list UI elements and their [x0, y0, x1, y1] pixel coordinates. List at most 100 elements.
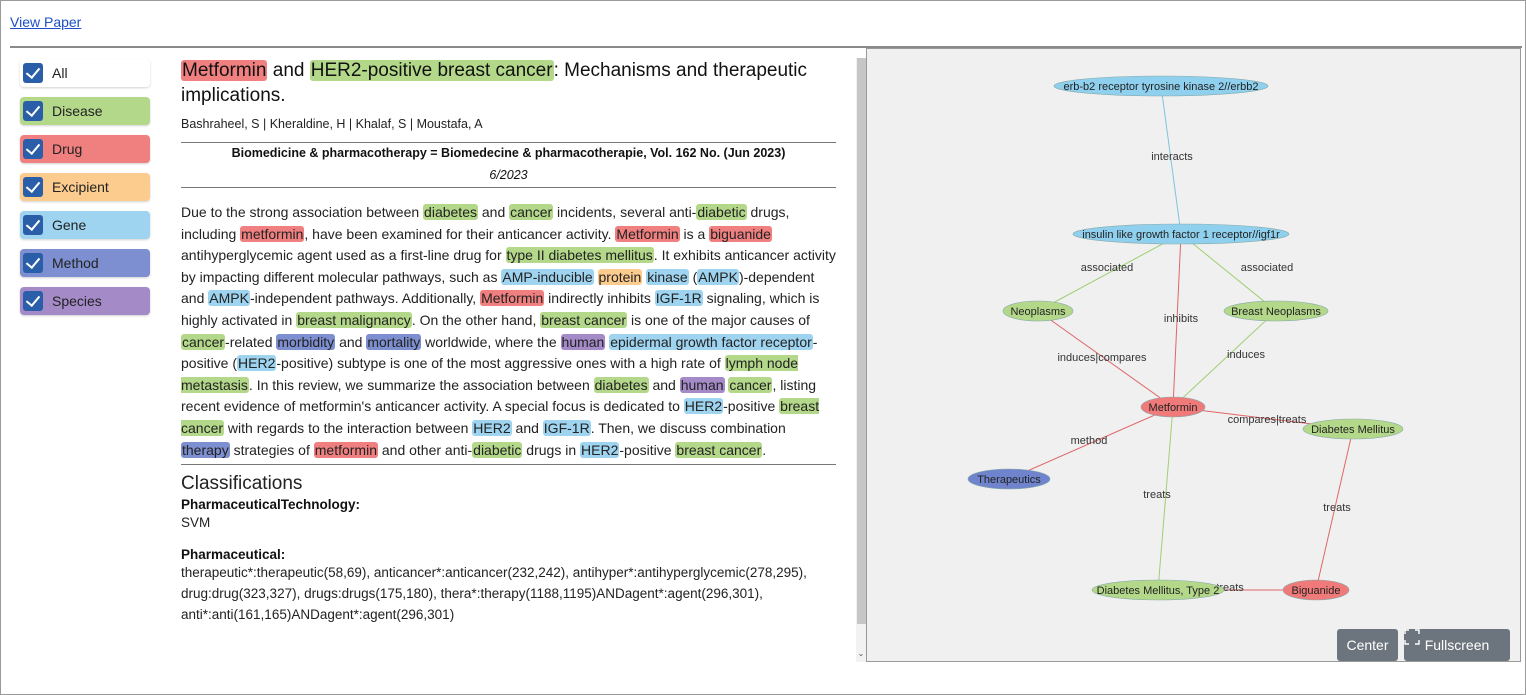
- graph-edge[interactable]: [1157, 406, 1174, 591]
- graph-edge-label: inhibits: [1164, 313, 1199, 325]
- divider: [181, 187, 836, 188]
- graph-node-diabetes[interactable]: Diabetes Mellitus: [1302, 418, 1404, 440]
- graph-edge[interactable]: [1172, 310, 1277, 408]
- text-run: and: [335, 333, 367, 350]
- graph-node-igf1r[interactable]: insulin like growth factor 1 receptor//i…: [1072, 223, 1290, 245]
- text-run: and: [648, 376, 680, 393]
- graph-edge-label: method: [1071, 435, 1108, 447]
- graph-node-label: Biguanide: [1292, 585, 1341, 597]
- entity-drug: Metformin: [181, 60, 268, 81]
- filter-method[interactable]: Method: [20, 249, 150, 277]
- graph-node-biguanide[interactable]: Biguanide: [1282, 579, 1350, 601]
- graph-node-label: Diabetes Mellitus, Type 2: [1097, 585, 1220, 597]
- graph-node-breast[interactable]: Breast Neoplasms: [1223, 300, 1329, 322]
- center-button[interactable]: Center: [1337, 629, 1398, 661]
- checkbox-checked-icon[interactable]: [23, 177, 43, 197]
- text-run: incidents, several anti-: [553, 204, 697, 220]
- graph-node-shape[interactable]: [1002, 300, 1074, 322]
- entity-gene: HER2: [683, 398, 724, 415]
- text-run: is a: [679, 225, 710, 242]
- graph-edge-label: associated: [1081, 262, 1134, 274]
- entity-drug: metformin: [313, 441, 378, 458]
- text-run: strategies of: [229, 441, 314, 458]
- graph-node-shape[interactable]: [1302, 418, 1404, 440]
- checkbox-checked-icon[interactable]: [23, 291, 43, 311]
- graph-node-shape[interactable]: [1072, 223, 1290, 245]
- text-run: . It exhibits anticancer activity by imp…: [181, 247, 836, 285]
- text-run: -positive: [619, 441, 676, 458]
- text-run: -positive) subtype is one of the most ag…: [276, 355, 725, 372]
- graph-node-metformin[interactable]: Metformin: [1140, 396, 1206, 418]
- scroll-down-icon[interactable]: ⌄: [857, 649, 865, 658]
- paper-abstract: Due to the strong association between di…: [181, 202, 836, 461]
- entity-gene: IGF-1R: [542, 419, 591, 436]
- graph-edge[interactable]: [1315, 428, 1354, 591]
- checkbox-checked-icon[interactable]: [23, 215, 43, 235]
- text-run: -positive: [723, 398, 780, 415]
- entity-drug: biguanide: [709, 225, 772, 242]
- graph-node-shape[interactable]: [1091, 579, 1225, 601]
- text-run: , listing recent evidence of metformin's…: [181, 376, 817, 415]
- graph-node-shape[interactable]: [1282, 579, 1350, 601]
- entity-disease: cancer: [728, 376, 773, 393]
- graph-edge[interactable]: [1180, 233, 1277, 312]
- graph-edge[interactable]: [1008, 406, 1174, 480]
- filter-all[interactable]: All: [20, 59, 150, 87]
- graph-edge[interactable]: [1160, 85, 1182, 235]
- graph-node-label: Therapeutics: [977, 474, 1041, 486]
- graph-edge[interactable]: [1037, 233, 1182, 312]
- filter-disease[interactable]: Disease: [20, 97, 150, 125]
- filter-gene[interactable]: Gene: [20, 211, 150, 239]
- entity-disease: HER2-positive breast cancer: [309, 60, 554, 81]
- paper-title: Metformin and HER2-positive breast cance…: [181, 58, 836, 108]
- graph-node-shape[interactable]: [967, 468, 1051, 490]
- graph-node-erbb2[interactable]: erb-b2 receptor tyrosine kinase 2//erbb2: [1053, 75, 1269, 97]
- graph-node-label: Metformin: [1149, 402, 1198, 414]
- text-run: indirectly inhibits: [544, 290, 655, 307]
- fullscreen-button[interactable]: Fullscreen: [1404, 629, 1510, 661]
- entity-method: mortality: [366, 333, 422, 350]
- filter-species[interactable]: Species: [20, 287, 150, 315]
- graph-node-shape[interactable]: [1223, 300, 1329, 322]
- entity-species: human: [560, 333, 606, 350]
- graph-node-neoplasms[interactable]: Neoplasms: [1002, 300, 1074, 322]
- entity-disease: breast malignancy: [296, 311, 412, 328]
- fullscreen-label: Fullscreen: [1424, 637, 1490, 653]
- entity-gene: epidermal growth factor receptor: [609, 333, 813, 350]
- graph-edge[interactable]: [1037, 310, 1174, 408]
- checkbox-checked-icon[interactable]: [23, 139, 43, 159]
- graph-edge-label: interacts: [1151, 151, 1193, 163]
- text-run: with regards to the interaction between: [224, 419, 473, 436]
- classification-label: PharmaceuticalTechnology:: [181, 497, 361, 513]
- graph-node-label: Neoplasms: [1010, 306, 1066, 318]
- filter-label: Method: [52, 255, 99, 271]
- entity-gene: HER2: [472, 419, 512, 436]
- text-run: and other anti-: [377, 441, 473, 458]
- text-run: is one of the major causes of: [627, 311, 810, 328]
- classification-value: therapeutic*:therapeutic(58,69), antican…: [181, 565, 807, 623]
- view-paper-link[interactable]: View Paper: [10, 14, 82, 30]
- graph-node-dm2[interactable]: Diabetes Mellitus, Type 2: [1091, 579, 1225, 601]
- filter-label: Gene: [52, 217, 87, 233]
- filter-label: Disease: [52, 103, 103, 119]
- filter-excipient[interactable]: Excipient: [20, 173, 150, 201]
- filter-drug[interactable]: Drug: [20, 135, 150, 163]
- entity-gene: HER2: [580, 441, 620, 458]
- checkbox-checked-icon[interactable]: [23, 101, 43, 121]
- graph-node-shape[interactable]: [1053, 75, 1269, 97]
- graph-edge[interactable]: [1172, 233, 1182, 408]
- graph-edge-label: treats: [1143, 489, 1171, 501]
- graph-node-therapeutics[interactable]: Therapeutics: [967, 468, 1051, 490]
- scrollbar-thumb[interactable]: [857, 58, 866, 624]
- text-run: , have been examined for their anticance…: [304, 225, 616, 242]
- classification-label: Pharmaceutical:: [181, 547, 286, 563]
- text-run: and: [477, 204, 510, 220]
- graph-node-shape[interactable]: [1140, 396, 1206, 418]
- checkbox-checked-icon[interactable]: [23, 63, 43, 83]
- checkbox-checked-icon[interactable]: [23, 253, 43, 273]
- entity-gene: AMPK: [208, 290, 250, 307]
- entity-method: morbidity: [276, 333, 336, 350]
- graph-edge-label: compares|treats: [1228, 414, 1307, 426]
